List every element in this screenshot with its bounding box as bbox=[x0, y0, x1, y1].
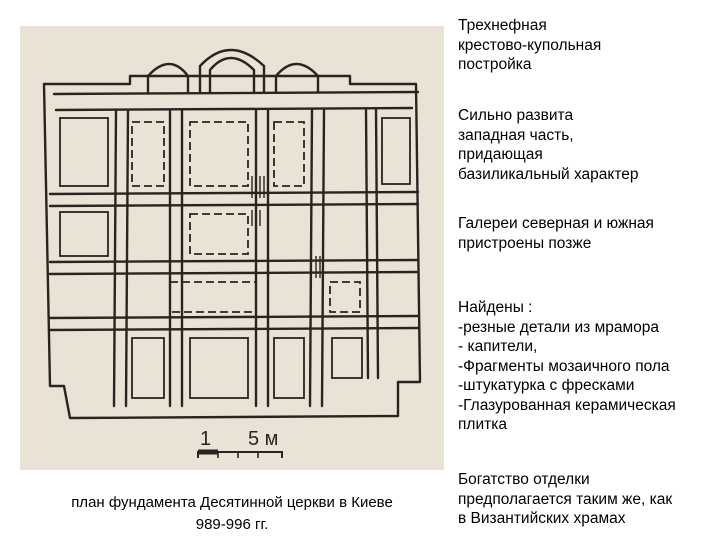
hatch-detail bbox=[251, 176, 265, 198]
caption-line: 989-996 гг. bbox=[195, 516, 269, 533]
note-line: Найдены : bbox=[458, 299, 533, 316]
note-line: -резные детали из мрамора bbox=[458, 318, 659, 336]
figure-caption: план фундамента Десятинной церкви в Киев… bbox=[20, 492, 444, 536]
wall-row-1 bbox=[48, 190, 420, 208]
pier-line-5 bbox=[364, 108, 380, 380]
note-line: в Византийских храмах bbox=[458, 510, 626, 527]
left-apse bbox=[146, 62, 190, 94]
central-apse-inner bbox=[208, 56, 256, 94]
room-outline bbox=[273, 337, 305, 399]
room-outline bbox=[331, 337, 363, 379]
note-line: плитка bbox=[458, 416, 507, 433]
note-line: Трехнефная bbox=[458, 17, 547, 34]
pier-line-3 bbox=[254, 108, 270, 408]
scale-bar: 1 5 м bbox=[197, 428, 283, 458]
hatch-detail bbox=[315, 256, 321, 278]
room-outline bbox=[189, 213, 249, 255]
scale-label-one: 1 bbox=[200, 428, 211, 450]
room-outline bbox=[131, 121, 165, 187]
room-outline bbox=[329, 281, 361, 313]
room-outline bbox=[131, 337, 165, 399]
pier-line-1 bbox=[112, 108, 130, 408]
note-line: -Фрагменты мозаичного пола bbox=[458, 357, 670, 375]
right-apse bbox=[274, 62, 320, 94]
plan-drawing: 1 5 м bbox=[42, 48, 422, 458]
room-outline bbox=[189, 121, 249, 187]
room-outline bbox=[381, 117, 411, 185]
note-line: - капители, bbox=[458, 338, 538, 355]
scale-label-five: 5 м bbox=[248, 428, 278, 450]
note-line: -штукатурка с фресками bbox=[458, 377, 635, 394]
note-line: западная часть, bbox=[458, 126, 574, 144]
note-line: базиликальный характер bbox=[458, 165, 639, 183]
note-western-part: Сильно развита западная часть, придающая… bbox=[458, 106, 718, 184]
pier-line-4 bbox=[308, 108, 326, 408]
room-outline bbox=[189, 337, 249, 399]
note-line: Богатство отделки bbox=[458, 471, 590, 488]
room-outline bbox=[169, 281, 257, 313]
note-line: -Глазурованная керамическая bbox=[458, 396, 676, 414]
room-outline bbox=[273, 121, 305, 187]
note-structure: Трехнефная крестово-купольная постройка bbox=[458, 16, 718, 75]
note-line: пристроены позже bbox=[458, 234, 592, 252]
note-line: постройка bbox=[458, 56, 532, 73]
outer-wall bbox=[42, 74, 422, 420]
note-line: Сильно развита bbox=[458, 107, 574, 124]
pier-line-2 bbox=[168, 108, 184, 408]
note-findings: Найдены : -резные детали из мрамора - ка… bbox=[458, 298, 718, 435]
room-outline bbox=[59, 117, 109, 187]
note-line: придающая bbox=[458, 146, 543, 163]
note-line: Галереи северная и южная bbox=[458, 215, 654, 232]
wall-row-2 bbox=[48, 258, 420, 276]
note-decoration: Богатство отделки предполагается таким ж… bbox=[458, 470, 718, 529]
caption-line: план фундамента Десятинной церкви в Киев… bbox=[71, 494, 393, 511]
wall-row-3 bbox=[48, 314, 420, 332]
room-outline bbox=[59, 211, 109, 257]
central-apse bbox=[198, 48, 266, 94]
note-line: крестово-купольная bbox=[458, 36, 602, 54]
hatch-detail bbox=[251, 210, 261, 226]
outer-wall-inner bbox=[52, 90, 420, 112]
note-galleries: Галереи северная и южная пристроены позж… bbox=[458, 214, 718, 253]
note-line: предполагается таким же, как bbox=[458, 490, 673, 508]
church-foundation-plan: 1 5 м bbox=[20, 26, 444, 470]
